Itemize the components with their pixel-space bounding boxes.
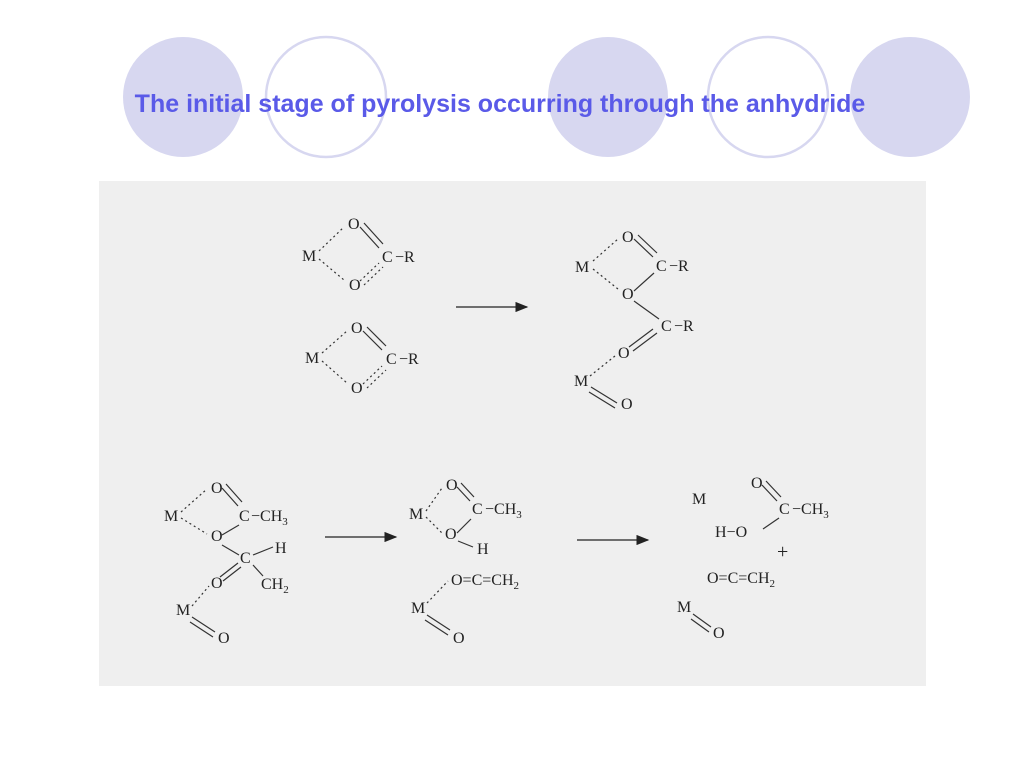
atom-label: O xyxy=(349,277,361,294)
deco-circle-filled-1 xyxy=(123,37,243,157)
atom-label: O xyxy=(453,630,465,647)
atom-label: O xyxy=(218,630,230,647)
atom-label: O xyxy=(211,575,223,592)
atom-label: C xyxy=(239,508,250,525)
deco-circle-outline-1 xyxy=(264,35,388,159)
atom-label: −R xyxy=(674,318,694,335)
anhydride-product: M O C −R O C −R O M O xyxy=(574,229,694,413)
atom-label: O xyxy=(621,396,633,413)
decorative-circles xyxy=(123,35,970,159)
atom-label: O xyxy=(348,216,360,233)
atom-label: −R xyxy=(399,351,419,368)
reaction-scheme-panel: M O O C −R M O O C −R M O C −R O C xyxy=(99,181,926,686)
atom-label: M xyxy=(176,602,190,619)
ch3-label: −CH3 xyxy=(792,501,829,521)
atom-label: M xyxy=(164,508,178,525)
atom-label: M xyxy=(575,259,589,276)
deco-circle-filled-2 xyxy=(548,37,668,157)
ch3-label: −CH3 xyxy=(251,508,288,528)
atom-label: H xyxy=(275,540,287,557)
atom-label: C xyxy=(661,318,672,335)
intermediate: M O C −CH3 O H O=C=CH2 M O xyxy=(409,477,522,647)
atom-label: M xyxy=(305,350,319,367)
atom-label: M xyxy=(677,599,691,616)
atom-label: O xyxy=(445,526,457,543)
atom-label: O xyxy=(713,625,725,642)
atom-label: −R xyxy=(669,258,689,275)
ch3-label: −CH3 xyxy=(485,501,522,521)
plus-sign: + xyxy=(777,541,788,563)
atom-label: H−O xyxy=(715,524,747,541)
atom-label: C xyxy=(240,550,251,567)
atom-label: O xyxy=(622,286,634,303)
atom-label: O xyxy=(211,528,223,545)
ch2-label: CH2 xyxy=(261,576,289,596)
final-products: M O C −CH3 H−O + O=C=CH2 M O xyxy=(677,475,829,642)
atom-label: O xyxy=(618,345,630,362)
atom-label: O xyxy=(622,229,634,246)
atom-label: M xyxy=(411,600,425,617)
atom-label: O xyxy=(351,380,363,397)
acetic-anhydride-complex: M O C −CH3 O C H CH2 O M O xyxy=(164,480,289,647)
atom-label: C xyxy=(382,249,393,266)
atom-label: O xyxy=(751,475,763,492)
atom-label: −R xyxy=(395,249,415,266)
ketene-label: O=C=CH2 xyxy=(707,570,775,590)
atom-label: M xyxy=(692,491,706,508)
deco-circle-filled-3 xyxy=(850,37,970,157)
ketene-label: O=C=CH2 xyxy=(451,572,519,592)
atom-label: C xyxy=(472,501,483,518)
atom-label: O xyxy=(446,477,458,494)
atom-label: M xyxy=(574,373,588,390)
atom-label: O xyxy=(211,480,223,497)
atom-label: O xyxy=(351,320,363,337)
atom-label: C xyxy=(779,501,790,518)
atom-label: M xyxy=(302,248,316,265)
carboxylate-1: M O O C −R xyxy=(302,216,415,294)
slide-title: The initial stage of pyrolysis occurring… xyxy=(134,90,866,118)
atom-label: C xyxy=(656,258,667,275)
carboxylate-2: M O O C −R xyxy=(305,320,419,397)
atom-label: C xyxy=(386,351,397,368)
deco-circle-outline-2 xyxy=(706,35,830,159)
reaction-scheme: M O O C −R M O O C −R M O C −R O C xyxy=(164,216,829,647)
atom-label: H xyxy=(477,541,489,558)
atom-label: M xyxy=(409,506,423,523)
